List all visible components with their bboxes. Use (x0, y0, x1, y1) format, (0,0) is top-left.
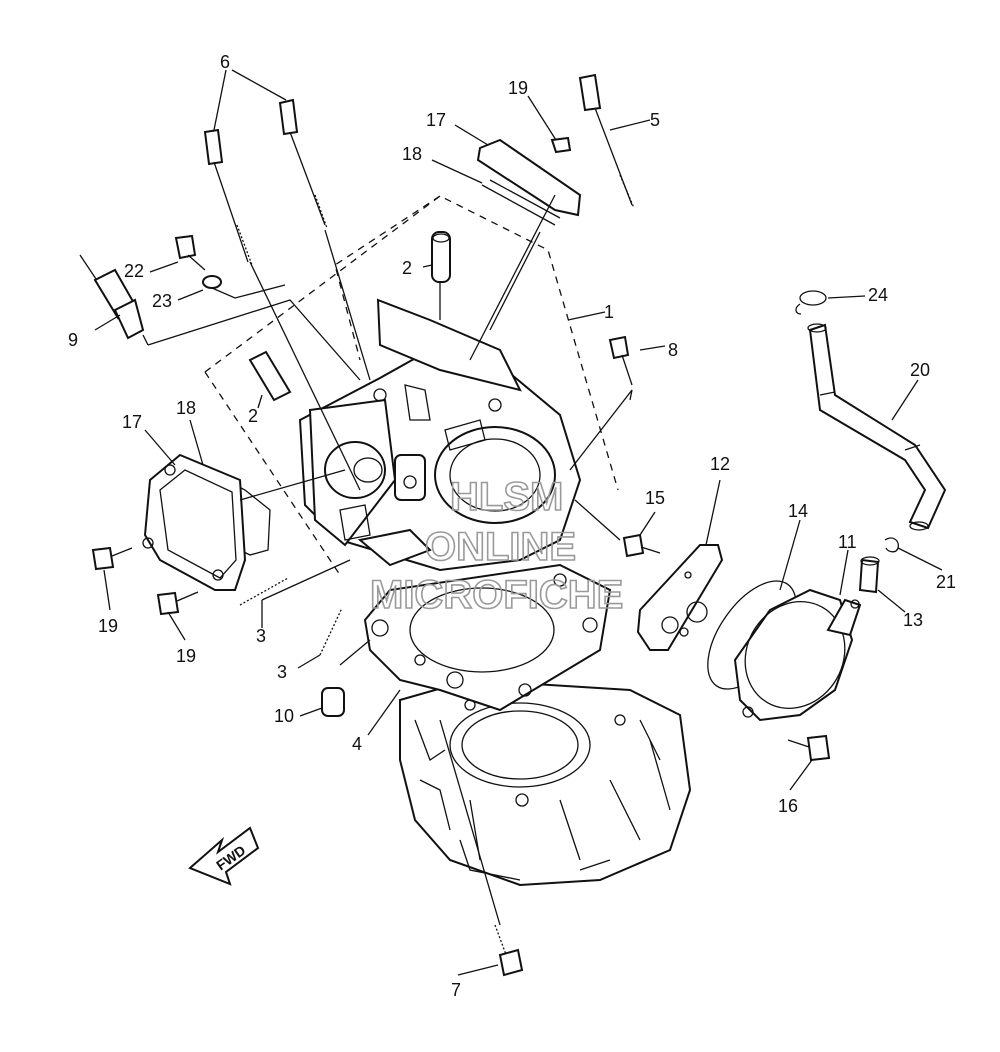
callout-19-left-upper: 19 (98, 616, 118, 636)
callout-17-top: 17 (426, 110, 446, 130)
callout-3-lower: 3 (277, 662, 287, 682)
callout-9: 9 (68, 330, 78, 350)
side-cover-assembly (142, 453, 271, 591)
top-plate (476, 136, 582, 226)
callout-6: 6 (220, 52, 230, 72)
long-bolts (203, 73, 635, 266)
callout-19-top: 19 (508, 78, 528, 98)
fitting-and-clip (858, 537, 899, 594)
callout-14: 14 (788, 501, 808, 521)
callout-numbers: 1 2 2 3 3 4 5 6 7 8 9 10 11 12 13 14 15 … (68, 52, 956, 1000)
callout-2-left: 2 (248, 406, 258, 426)
leader-lines (94, 69, 943, 976)
callout-22: 22 (124, 261, 144, 281)
callout-16: 16 (778, 796, 798, 816)
callout-12: 12 (710, 454, 730, 474)
callout-13: 13 (903, 610, 923, 630)
bolt-8 (608, 335, 633, 386)
callout-18-top: 18 (402, 144, 422, 164)
callout-2-top: 2 (402, 258, 412, 278)
callout-8: 8 (668, 340, 678, 360)
callout-3-upper: 3 (256, 626, 266, 646)
callout-21: 21 (936, 572, 956, 592)
callout-10: 10 (274, 706, 294, 726)
forward-direction-arrow: FWD (188, 826, 260, 886)
cylinder-block (399, 678, 692, 887)
right-bolts (622, 533, 831, 762)
callout-7: 7 (451, 980, 461, 1000)
callout-18-left: 18 (176, 398, 196, 418)
spark-plug (79, 254, 145, 340)
stud-7 (494, 924, 524, 977)
callout-23: 23 (152, 291, 172, 311)
cylinder-head (298, 298, 582, 572)
callout-17-left: 17 (122, 412, 142, 432)
head-gasket (363, 563, 612, 712)
callout-5: 5 (650, 110, 660, 130)
callout-11: 11 (838, 532, 857, 552)
studs (239, 577, 345, 717)
dowel-pins (248, 231, 451, 402)
watermark-line-1: HLSM (450, 475, 563, 519)
callout-24: 24 (868, 285, 888, 305)
right-cover-assembly (636, 544, 862, 722)
callout-20: 20 (910, 360, 930, 380)
small-bolt-washer (174, 234, 222, 289)
hose-and-clip (795, 290, 947, 531)
cover-bolts (91, 546, 199, 616)
callout-15: 15 (645, 488, 665, 508)
watermark-line-2: ONLINE (425, 525, 576, 569)
callout-1: 1 (604, 302, 614, 322)
watermark: HLSM ONLINE MICROFICHE (369, 474, 624, 618)
watermark-line-3: MICROFICHE (370, 573, 623, 617)
callout-19-left-lower: 19 (176, 646, 196, 666)
reference-dashed-outline (204, 195, 619, 576)
callout-4: 4 (352, 734, 362, 754)
